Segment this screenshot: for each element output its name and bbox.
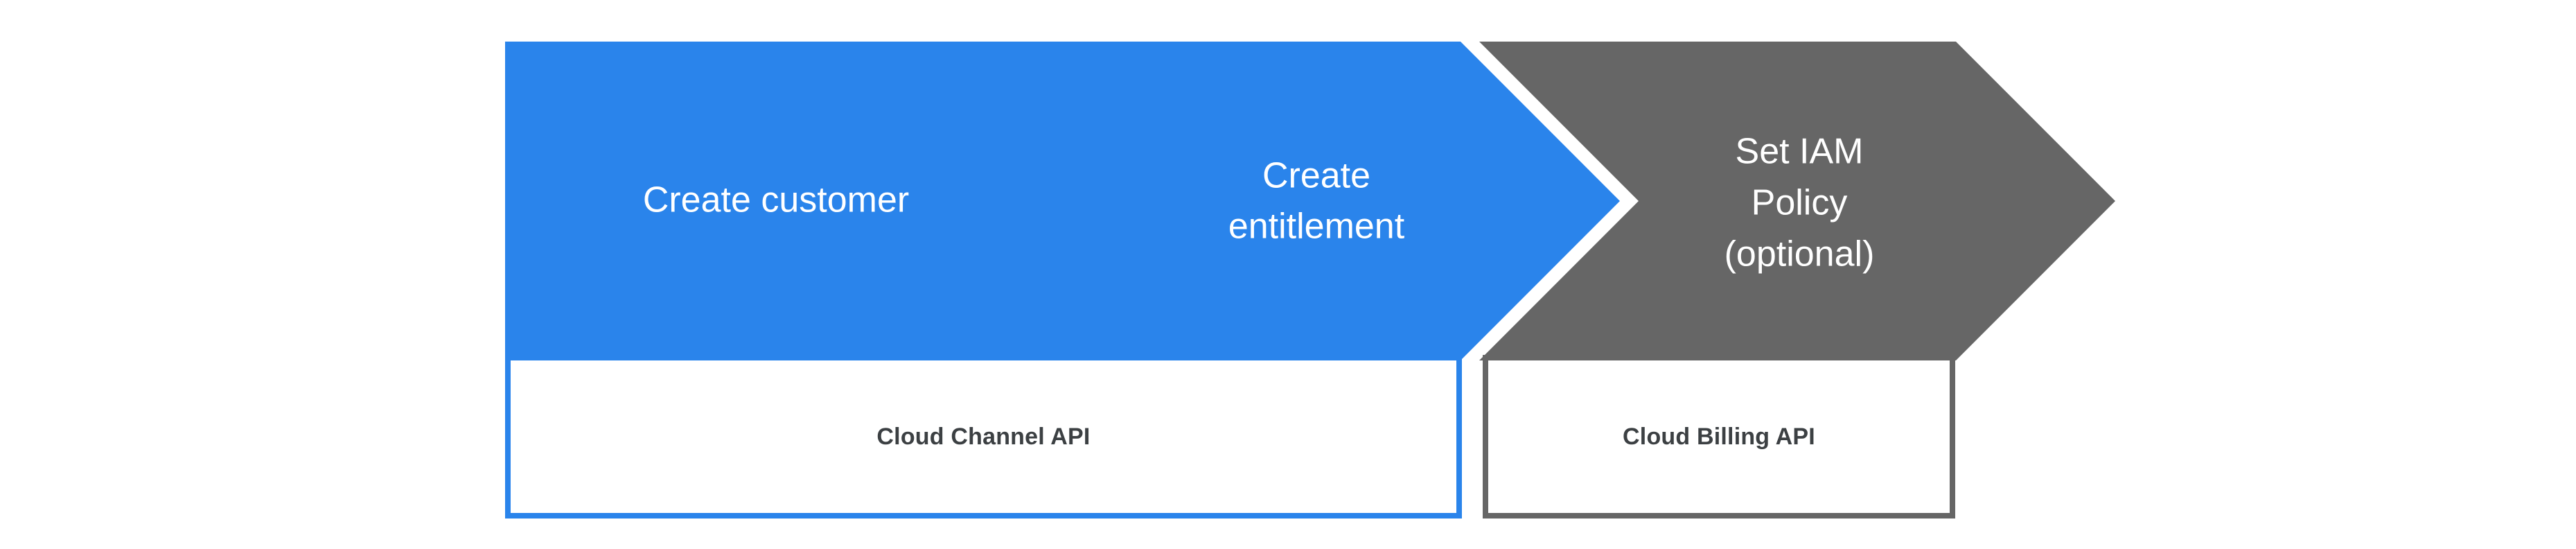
flow-step-create-entitlement[interactable]: Create entitlement — [980, 42, 1620, 360]
chevron-label-set-iam-policy-line2: Policy — [1752, 183, 1848, 223]
chevron-label-create-entitlement-line1: Create — [1262, 156, 1370, 196]
cloud-billing-api-box-top-edge — [1483, 355, 1955, 360]
chevron-shape-create-customer — [505, 42, 1142, 360]
cloud-billing-api-label: Cloud Billing API — [1623, 423, 1815, 450]
chevron-label-set-iam-policy-line3: (optional) — [1724, 234, 1875, 274]
cloud-channel-api-box-top-edge — [505, 355, 1462, 360]
cloud-channel-api-group-box[interactable]: Cloud Channel API — [505, 360, 1462, 518]
flow-step-set-iam-policy[interactable]: Set IAM Policy (optional) — [1479, 42, 2115, 360]
chevron-shape-create-entitlement — [980, 42, 1620, 360]
chevron-shape-set-iam-policy — [1479, 42, 2115, 360]
cloud-billing-api-group-box[interactable]: Cloud Billing API — [1483, 360, 1955, 518]
flow-step-create-customer[interactable]: Create customer — [505, 42, 1142, 360]
chevron-label-set-iam-policy-line1: Set IAM — [1736, 132, 1864, 172]
chevron-label-create-customer: Create customer — [643, 180, 909, 220]
chevron-label-create-entitlement-line2: entitlement — [1228, 207, 1405, 247]
cloud-channel-api-label: Cloud Channel API — [876, 423, 1091, 450]
